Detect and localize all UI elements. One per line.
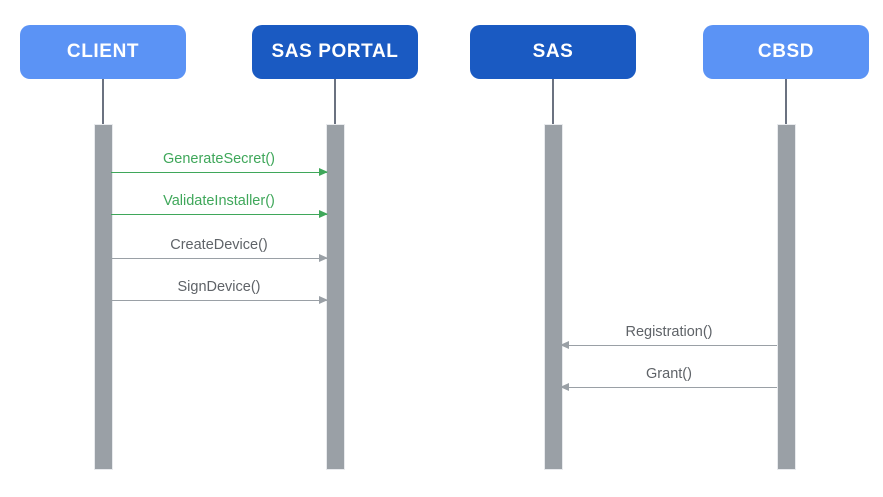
message-line bbox=[561, 345, 777, 346]
participant-label-client: CLIENT bbox=[66, 41, 140, 62]
activation-bar-cbsd bbox=[777, 124, 796, 470]
message-grant[interactable]: Grant() bbox=[560, 366, 777, 391]
message-label: ValidateInstaller() bbox=[163, 193, 275, 209]
participant-label-sas-portal: SAS PORTAL bbox=[271, 41, 399, 62]
message-label: Grant() bbox=[646, 366, 692, 382]
message-generate-secret[interactable]: GenerateSecret() bbox=[111, 151, 328, 176]
lifeline-sas bbox=[552, 79, 554, 127]
message-registration[interactable]: Registration() bbox=[560, 324, 777, 349]
message-label: GenerateSecret() bbox=[162, 151, 276, 167]
arrowhead-right-icon bbox=[319, 210, 328, 218]
participant-box-cbsd[interactable]: CBSD bbox=[703, 25, 869, 79]
participant-box-sas[interactable]: SAS bbox=[470, 25, 636, 79]
message-line bbox=[111, 258, 327, 259]
message-line bbox=[111, 172, 327, 173]
participant-label-sas: SAS bbox=[532, 41, 574, 62]
message-create-device[interactable]: CreateDevice() bbox=[111, 237, 328, 262]
arrowhead-right-icon bbox=[319, 254, 328, 262]
activation-bar-sas-portal bbox=[326, 124, 345, 470]
participant-label-cbsd: CBSD bbox=[757, 41, 815, 62]
lifeline-sas-portal bbox=[334, 79, 336, 127]
lifeline-cbsd bbox=[785, 79, 787, 127]
arrowhead-left-icon bbox=[560, 383, 569, 391]
activation-bar-sas bbox=[544, 124, 563, 470]
arrowhead-right-icon bbox=[319, 168, 328, 176]
message-line bbox=[111, 214, 327, 215]
message-label: SignDevice() bbox=[177, 279, 261, 295]
participant-box-sas-portal[interactable]: SAS PORTAL bbox=[252, 25, 418, 79]
participant-box-client[interactable]: CLIENT bbox=[20, 25, 186, 79]
lifeline-client bbox=[102, 79, 104, 127]
arrowhead-right-icon bbox=[319, 296, 328, 304]
message-line bbox=[111, 300, 327, 301]
message-line bbox=[561, 387, 777, 388]
message-label: CreateDevice() bbox=[170, 237, 268, 253]
arrowhead-left-icon bbox=[560, 341, 569, 349]
message-validate-installer[interactable]: ValidateInstaller() bbox=[111, 193, 328, 218]
message-label: Registration() bbox=[625, 324, 713, 340]
activation-bar-client bbox=[94, 124, 113, 470]
message-sign-device[interactable]: SignDevice() bbox=[111, 279, 328, 304]
